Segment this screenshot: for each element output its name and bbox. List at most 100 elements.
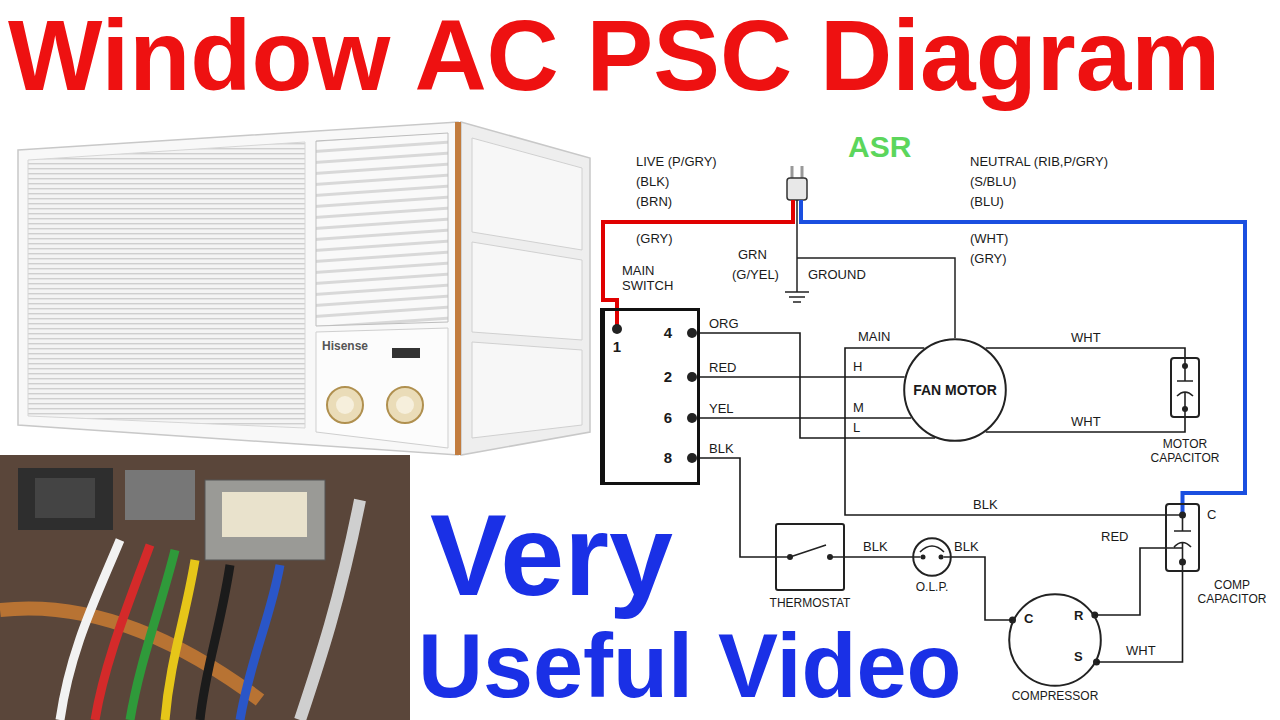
wire-color: YEL [708, 402, 735, 417]
terminal-dot [1182, 363, 1188, 369]
ac-front [18, 122, 458, 455]
label-holder: (BRN) [636, 195, 672, 210]
plug-prong [801, 166, 804, 178]
text-holder: MAIN SWITCH [622, 264, 694, 294]
plug-prong [791, 166, 794, 178]
wire [986, 348, 1185, 357]
wire-color: (BRN) [636, 195, 672, 210]
text-holder: COMP CAPACITOR [1190, 579, 1274, 607]
wire-color: GRN [738, 248, 767, 263]
main-switch: MAIN SWITCH14268 [600, 308, 700, 485]
label-holder: RED [708, 361, 737, 376]
wire-color: WHT [1125, 644, 1157, 659]
ac-knob-cap [396, 396, 414, 414]
label-holder: ORG [708, 317, 740, 332]
wire-color: (BLK) [636, 175, 669, 190]
label-holder: (WHT) [970, 232, 1008, 247]
label-holder: Very [430, 498, 673, 613]
label-holder: ASR [848, 130, 911, 163]
ground-symbol [785, 292, 809, 302]
label-holder: GROUND [808, 268, 866, 283]
part-name: MOTOR CAPACITOR [1143, 438, 1227, 466]
ac-knob-cap [336, 396, 354, 414]
text-holder: THERMOSTAT [765, 597, 855, 611]
contact-dot [939, 555, 944, 560]
text-holder: C [1207, 508, 1221, 523]
part-name: COMPRESSOR [995, 690, 1115, 704]
wire-color: ORG [708, 317, 740, 332]
ground-wire [797, 258, 955, 338]
terminal-name: L [853, 421, 860, 436]
wire-color: (GRY) [970, 252, 1007, 267]
label-holder: WHT [1070, 415, 1102, 430]
title-holder: Window AC PSC Diagram [8, 5, 1220, 105]
olp-symbol [912, 546, 952, 557]
label-holder: (BLK) [636, 175, 669, 190]
label-holder: (G/YEL) [732, 268, 779, 283]
neutral-wire [801, 200, 1245, 515]
label-holder: (BLU) [970, 195, 1004, 210]
photo-ground [0, 455, 410, 720]
terminal-dot [687, 328, 697, 338]
label-holder: YEL [708, 402, 735, 417]
compressor: CRSCOMPRESSOR [1008, 593, 1102, 687]
terminal-number: 8 [661, 449, 675, 466]
photo-conduit [300, 500, 360, 720]
page-title: Window AC PSC Diagram [8, 5, 1220, 105]
text-holder: COMPRESSOR [995, 690, 1115, 704]
switch-symbol [775, 545, 845, 557]
text-holder: MOTOR CAPACITOR [1143, 438, 1227, 466]
photo-sticker [222, 492, 307, 537]
wire-color: RED [708, 361, 737, 376]
terminal-number: 2 [661, 368, 675, 385]
label-holder: H [853, 360, 862, 375]
banner-text: Useful Video [418, 621, 961, 711]
photo-wire [200, 565, 230, 720]
overload-protector: O.L.P. [912, 537, 952, 577]
terminal-name: C [1024, 612, 1036, 627]
photo-relay [125, 470, 195, 520]
wire-color: (G/YEL) [732, 268, 779, 283]
ground-label: GROUND [808, 268, 866, 283]
thermostat: THERMOSTAT [775, 523, 845, 591]
terminal-dot [687, 413, 697, 423]
terminal-dot [1182, 406, 1188, 412]
text-holder: 8 [661, 449, 675, 466]
ac-side-panel [472, 138, 582, 250]
terminal-name: M [853, 401, 864, 416]
part-name: COMP CAPACITOR [1190, 579, 1274, 607]
label-holder: (S/BLU) [970, 175, 1016, 190]
ground-wire [796, 200, 798, 292]
ac-side [461, 122, 590, 455]
ac-louvers [316, 133, 448, 326]
terminal-number: 4 [661, 324, 675, 341]
label-holder: GRN [738, 248, 767, 263]
terminal-name: R [1074, 609, 1086, 624]
label-holder: WHT [1125, 644, 1157, 659]
wire [1095, 548, 1165, 615]
wire [845, 348, 1165, 515]
photo-transformer [18, 468, 113, 530]
terminal-number: 1 [610, 338, 624, 355]
circle-outline [904, 339, 1006, 441]
terminal-dot [687, 372, 697, 382]
wire [700, 458, 775, 557]
terminal-name: S [1074, 650, 1086, 665]
wire [700, 417, 911, 419]
text-holder: 4 [661, 324, 675, 341]
wire-color: RED [1100, 530, 1129, 545]
label-holder: Useful Video [418, 621, 961, 711]
ac-side-panel [472, 242, 582, 340]
text-holder: R [1074, 609, 1086, 624]
watermark: ASR [848, 130, 911, 163]
contact-dot [921, 555, 926, 560]
photo-wire [165, 560, 195, 720]
circle-outline [913, 538, 951, 576]
part-name: O.L.P. [907, 581, 957, 595]
brand-name: Hisense [322, 340, 368, 354]
shape-outline [912, 537, 952, 577]
text-holder: O.L.P. [907, 581, 957, 595]
label-holder: RED [1100, 530, 1129, 545]
motor-capacitor: MOTOR CAPACITOR [1170, 357, 1200, 418]
label-holder: M [853, 401, 864, 416]
